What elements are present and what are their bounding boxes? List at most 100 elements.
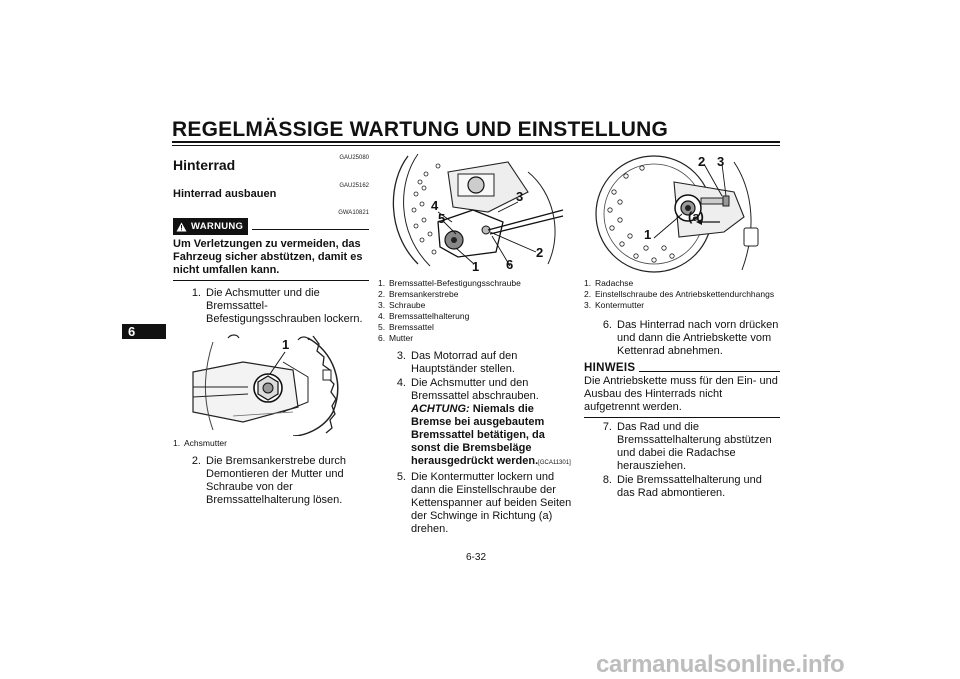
- step-7: 7. Das Rad und die Bremssattelhalterung …: [584, 421, 780, 473]
- axle-adjuster-illustration: [584, 152, 780, 274]
- step-5: 5. Die Kontermutter lockern und dann die…: [378, 471, 574, 536]
- step-number: 6.: [602, 319, 612, 331]
- step-number: 2.: [191, 455, 201, 467]
- caption-text: Bremsankerstrebe: [389, 289, 459, 299]
- step-text: Die Kontermutter lockern und dann die Ei…: [411, 471, 572, 535]
- step-text: Das Rad und die Bremssattelhalterung abs…: [617, 421, 772, 472]
- figure-axle-nut: 1: [173, 332, 369, 436]
- note-text: Die Antriebskette muss für den Ein- und …: [584, 375, 780, 418]
- figure-callout-label: 1: [282, 337, 290, 352]
- caption-number: 6.: [378, 333, 386, 343]
- caution-text: Niemals die Bremse bei ausgebautem Brems…: [411, 403, 545, 467]
- figure-caption: 1.Bremssattel-Befestigungsschraube: [378, 278, 574, 289]
- step-6: 6. Das Hinterrad nach vorn drücken und d…: [584, 319, 780, 358]
- figure-caption: 5.Bremssattel: [378, 322, 574, 333]
- caption-number: 3.: [584, 300, 592, 310]
- watermark: carmanualsonline.info: [596, 651, 845, 678]
- figure-callout-label: 3: [516, 189, 524, 204]
- caption-number: 4.: [378, 311, 386, 321]
- page-number: 6-32: [466, 552, 487, 563]
- step-text: Die Bremssattelhalterung und das Rad abm…: [617, 474, 762, 499]
- caption-text: Einstellschraube des Antriebskettendurch…: [595, 289, 775, 299]
- column-3: 2 3 1 (a) 1.Radachse 2.Einstellschraube …: [584, 152, 780, 501]
- step-number: 1.: [191, 287, 201, 299]
- step-number: 5.: [396, 471, 406, 483]
- warning-rule: [252, 229, 369, 230]
- step-number: 7.: [602, 421, 612, 433]
- note-header: HINWEIS: [584, 362, 780, 375]
- step-number: 3.: [396, 350, 406, 362]
- caption-number: 5.: [378, 322, 386, 332]
- caption-text: Radachse: [595, 278, 634, 288]
- figure-caption: 6.Mutter: [378, 333, 574, 344]
- caption-text: Bremssattelhalterung: [389, 311, 470, 321]
- caption-number: 2.: [584, 289, 592, 299]
- note-heading: HINWEIS: [584, 362, 636, 374]
- warning-header: WARNUNG: [173, 218, 369, 235]
- ref-code: GAU25162: [339, 183, 369, 189]
- warning-triangle-icon: [176, 222, 187, 231]
- figure-axle-adjuster: 2 3 1 (a): [584, 152, 780, 274]
- page-title: REGELMÄSSIGE WARTUNG UND EINSTELLUNG: [172, 118, 669, 141]
- step-1: 1. Die Achsmutter und die Bremssattel-Be…: [173, 287, 369, 326]
- column-1: GAU25080 Hinterrad GAU25162 Hinterrad au…: [173, 152, 369, 508]
- caption-text: Achsmutter: [184, 438, 227, 448]
- step-8: 8. Die Bremssattelhalterung und das Rad …: [584, 474, 780, 500]
- step-2: 2. Die Bremsankerstrebe durch Demontiere…: [173, 455, 369, 507]
- caption-number: 1.: [584, 278, 592, 288]
- caution-label: ACHTUNG:: [411, 403, 470, 415]
- figure-caption-list: 1.Radachse 2.Einstellschraube des Antrie…: [584, 278, 780, 311]
- ref-code: [GCA11301]: [538, 460, 571, 466]
- caption-text: Mutter: [389, 333, 414, 343]
- caption-number: 2.: [378, 289, 386, 299]
- figure-callout-label: 6: [506, 257, 514, 272]
- axle-nut-illustration: [173, 332, 369, 436]
- figure-caption: 2.Einstellschraube des Antriebskettendur…: [584, 289, 780, 300]
- ref-code: GAU25080: [339, 155, 369, 161]
- step-number: 8.: [602, 474, 612, 486]
- step-text: Das Motorrad auf den Hauptständer stelle…: [411, 350, 518, 375]
- caption-text: Schraube: [389, 300, 426, 310]
- step-4: 4. Die Achsmutter und den Bremssattel ab…: [378, 377, 574, 470]
- caption-text: Bremssattel: [389, 322, 434, 332]
- figure-caption-list: 1.Bremssattel-Befestigungsschraube 2.Bre…: [378, 278, 574, 344]
- note-rule: [639, 371, 780, 372]
- figure-callout-label: 3: [717, 154, 725, 169]
- step-text-part: Die Achsmutter und den Bremssattel absch…: [411, 377, 539, 402]
- figure-callout-label: 1: [472, 259, 480, 274]
- section-heading: Hinterrad: [173, 157, 236, 173]
- figure-callout-label: 1: [644, 227, 652, 242]
- warning-text: Um Verletzungen zu vermeiden, das Fahrze…: [173, 238, 369, 281]
- title-rule-thin: [172, 145, 780, 146]
- warning-badge: WARNUNG: [173, 218, 249, 235]
- figure-brake-caliper: 1 2 3 4 5 6: [378, 152, 574, 274]
- warning-label: WARNUNG: [191, 221, 244, 232]
- caption-text: Bremssattel-Befestigungsschraube: [389, 278, 521, 288]
- figure-caption: 2.Bremsankerstrebe: [378, 289, 574, 300]
- figure-callout-label: 2: [536, 245, 544, 260]
- figure-callout-label: (a): [688, 209, 704, 224]
- ref-code: GWA10821: [338, 210, 369, 216]
- figure-caption-list: 1. Achsmutter: [173, 438, 369, 449]
- figure-callout-label: 4: [431, 198, 439, 213]
- brake-caliper-illustration: [378, 152, 574, 274]
- figure-caption: 4.Bremssattelhalterung: [378, 311, 574, 322]
- step-text: Die Achsmutter und die Bremssattel-Befes…: [206, 287, 363, 325]
- step-text: Die Achsmutter und den Bremssattel absch…: [411, 377, 574, 470]
- step-text: Das Hinterrad nach vorn drücken und dann…: [617, 319, 779, 357]
- figure-caption: 1. Achsmutter: [173, 438, 369, 449]
- column-2: 1 2 3 4 5 6 1.Bremssattel-Befestigungssc…: [378, 152, 574, 537]
- chapter-tab: 6: [122, 324, 166, 339]
- figure-callout-label: 2: [698, 154, 706, 169]
- caption-number: 3.: [378, 300, 386, 310]
- step-3: 3. Das Motorrad auf den Hauptständer ste…: [378, 350, 574, 376]
- caption-number: 1.: [378, 278, 386, 288]
- subsection-heading: Hinterrad ausbauen: [173, 188, 277, 200]
- step-number: 4.: [396, 377, 406, 389]
- step-text: Die Bremsankerstrebe durch Demontieren d…: [206, 455, 347, 506]
- figure-caption: 3.Schraube: [378, 300, 574, 311]
- figure-caption: 1.Radachse: [584, 278, 780, 289]
- caption-text: Kontermutter: [595, 300, 645, 310]
- title-rule: [172, 141, 780, 143]
- caption-number: 1.: [173, 438, 181, 448]
